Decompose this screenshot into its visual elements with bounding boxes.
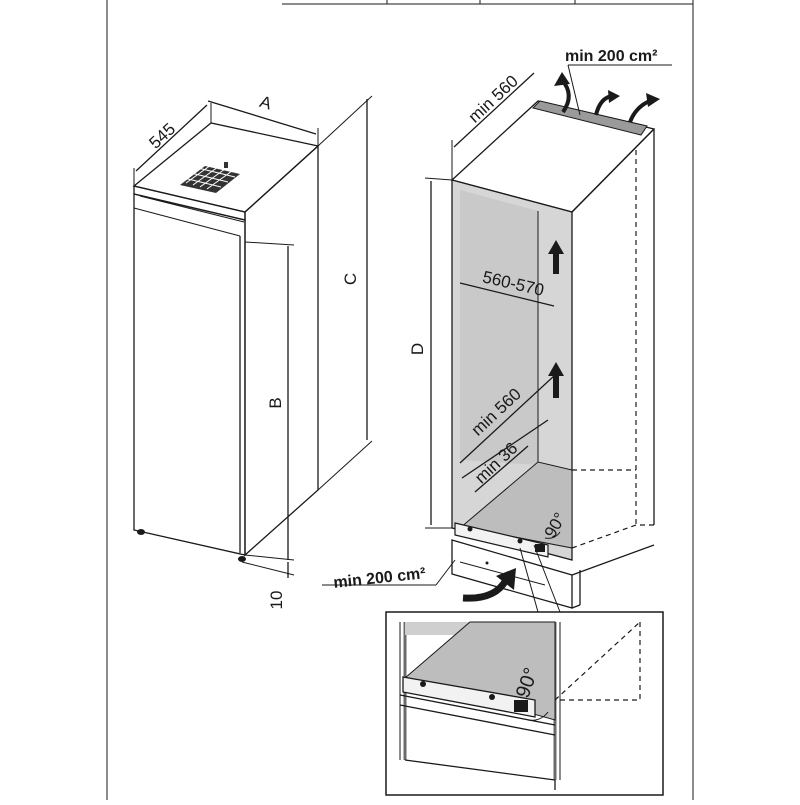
height-label-c: C	[341, 273, 360, 285]
bottom-vent-label: min 200 cm²	[333, 565, 427, 592]
depth-label: 545	[145, 119, 179, 152]
width-label-a: A	[257, 92, 274, 114]
niche-dimensions	[322, 64, 672, 613]
door-height-label-b: B	[266, 397, 285, 408]
exhaust-arrow-icon	[554, 72, 571, 114]
page-frame	[106, 0, 694, 800]
appliance-drawing	[132, 122, 320, 562]
top-depth-label: min 560	[465, 71, 522, 126]
detail-inset	[385, 611, 664, 796]
gap-label: 10	[267, 591, 286, 610]
exhaust-arrow-icon	[628, 93, 660, 123]
exhaust-arrow-icon	[594, 90, 620, 116]
niche-height-label-d: D	[408, 343, 427, 355]
airflow-up-arrow-icon	[548, 362, 564, 398]
top-vent-label: min 200 cm²	[565, 48, 657, 65]
airflow-up-arrow-icon	[548, 240, 564, 274]
intake-arrow-icon	[462, 568, 516, 602]
appliance-dimensions	[133, 95, 373, 578]
ventilation-grille-icon	[180, 162, 240, 193]
